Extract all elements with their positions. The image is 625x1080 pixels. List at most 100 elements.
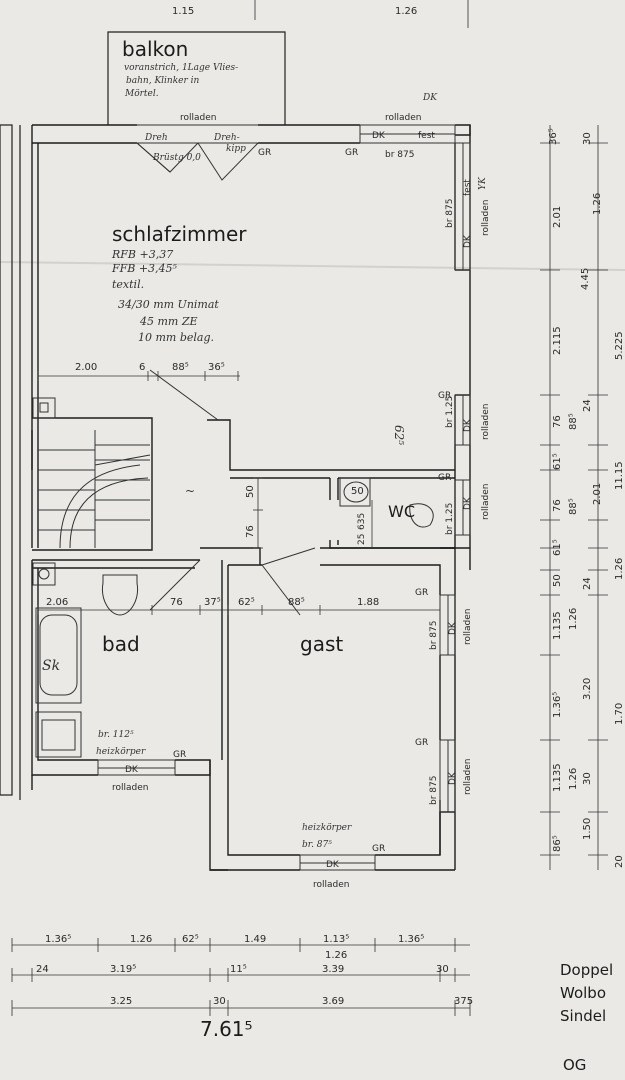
- gast-upper-window-rolladen: rolladen: [463, 609, 473, 645]
- bad-title: bad: [102, 632, 140, 656]
- right-dim-outer-12: 1.135: [552, 763, 563, 792]
- bottom-dim-row2-3: 11⁵: [230, 964, 247, 975]
- bottom-dim-row2-1: 24: [36, 964, 49, 975]
- dim-206: 2.06: [46, 597, 68, 608]
- bedroom-window-width: br 875: [445, 199, 455, 228]
- gr-bad: GR: [173, 750, 186, 760]
- right-dim-outer-6: 61⁵: [552, 453, 563, 470]
- schlafzimmer-rfb: RFB +3,37: [111, 248, 173, 261]
- dim-885-top: 88⁵: [172, 362, 189, 373]
- title-block-line-3: Sindel: [560, 1007, 606, 1025]
- right-dim-inner-10: 30: [582, 772, 593, 785]
- right-dim-outer-2: 2.01: [552, 206, 563, 228]
- bottom-dims-row-2: 24 3.19⁵ 11⁵ 3.39 30: [36, 964, 449, 975]
- right-dim-inner-7: 24: [582, 577, 593, 590]
- gast-bottom-window-dk: DK: [326, 860, 340, 870]
- right-dim-inner-2: 1.26: [592, 193, 603, 215]
- dim-365: 36⁵: [208, 362, 225, 373]
- balkon-title: balkon: [122, 37, 188, 61]
- dim-200: 2.00: [75, 362, 97, 373]
- chimney-box: [32, 397, 56, 419]
- gast-title: gast: [300, 632, 343, 656]
- bedroom-lower-window-dk: DK: [463, 418, 473, 432]
- right-dim-inner-1: 30: [582, 132, 593, 145]
- balkon-note-1: voranstrich, 1Lage Vlies-: [124, 63, 238, 73]
- wc-window-dk: DK: [463, 496, 473, 510]
- right-dim-outer-1: 36⁵: [548, 128, 559, 145]
- right-dim-inner-9: 3.20: [582, 678, 593, 700]
- bathroom: [32, 562, 139, 758]
- bedroom-scribble: 62⁵: [392, 425, 406, 445]
- right-dim-far-1: 5.225: [614, 331, 625, 360]
- top-window-dk: DK: [372, 131, 386, 141]
- top-window: [359, 124, 456, 144]
- balkon-rolladen-label: rolladen: [180, 113, 216, 123]
- bottom-dim-row2-5: 30: [436, 964, 449, 975]
- gast-bottom-window-rolladen: rolladen: [313, 880, 349, 890]
- top-window-width: br 875: [385, 150, 414, 160]
- bottom-dim-row1-4: 1.49: [244, 934, 266, 945]
- right-dim-outer-10: 1.135: [552, 611, 563, 640]
- schlafzimmer-layer-3: 10 mm belag.: [138, 331, 214, 344]
- door-dreh-kipp-1: Dreh-: [213, 133, 240, 143]
- balcony: balkon voranstrich, 1Lage Vlies- bahn, K…: [107, 31, 286, 125]
- right-dims-inner: 30 1.26 24 88⁵ 2.01 88⁵ 24 1.26 3.20 30 …: [568, 132, 603, 840]
- wc-window-rolladen: rolladen: [481, 484, 491, 520]
- gr-top-window: GR: [345, 148, 358, 158]
- gast-lower-window-width: br 875: [429, 776, 439, 805]
- bottom-dim-row3-3: 3.69: [322, 996, 344, 1007]
- bad-window-rolladen: rolladen: [112, 783, 148, 793]
- yk-handwritten-mark: YK: [478, 176, 488, 190]
- gr-balcony-label: GR: [258, 148, 271, 158]
- schlafzimmer-layer-1: 34/30 mm Unimat: [118, 298, 219, 311]
- bottom-dim-row3-1: 3.25: [110, 996, 132, 1007]
- right-dim-outer-7: 76: [552, 499, 563, 512]
- right-dim-outer-8: 61⁵: [552, 539, 563, 556]
- right-dim-outer-4: 2.115: [552, 326, 563, 355]
- left-edge-walls: [0, 124, 21, 800]
- dk-handwritten-mark: DK: [422, 93, 438, 103]
- stair-scribble: ~: [185, 484, 195, 498]
- gast-heizkoerper-width: br. 87⁵: [302, 840, 332, 850]
- gr-bedroom-lower: GR: [438, 391, 451, 401]
- dim-50-corridor: 50: [245, 485, 256, 498]
- right-dims-outer: 36⁵ 2.01 4.45 2.115 76 61⁵ 76 61⁵ 50 1.1…: [548, 128, 591, 852]
- right-dim-outer-11: 1.36⁵: [552, 692, 563, 718]
- bedroom-lower-window-width: br 1.25: [445, 396, 455, 428]
- bedroom-window-fest: fest: [463, 179, 473, 196]
- gr-wc: GR: [438, 473, 451, 483]
- balkon-note-3: Mörtel.: [124, 89, 159, 99]
- wc-window: [454, 479, 471, 536]
- bedroom-lower-window-rolladen: rolladen: [481, 404, 491, 440]
- bottom-dim-row2-4: 3.39: [322, 964, 344, 975]
- wc-dim-50: 50: [351, 486, 364, 497]
- door-dreh-kipp-2: kipp: [226, 144, 246, 154]
- right-dimension-lines: [540, 125, 608, 870]
- balkon-note-2: bahn, Klinker in: [126, 76, 200, 86]
- gast-lower-window-rolladen: rolladen: [463, 759, 473, 795]
- bottom-dim-row1-1: 1.36⁵: [45, 934, 71, 945]
- dim-375: 37⁵: [204, 597, 221, 608]
- bad-heizkoerper-label: heizkörper: [96, 747, 146, 757]
- schlafzimmer-title: schlafzimmer: [112, 222, 247, 246]
- gr-gast-upper: GR: [415, 588, 428, 598]
- right-dim-inner-6: 88⁵: [568, 498, 579, 515]
- right-dim-inner-3: 24: [582, 399, 593, 412]
- right-dim-outer-5: 76: [552, 415, 563, 428]
- bottom-dims-row-1: 1.36⁵ 1.26 62⁵ 1.49 1.13⁵ 1.36⁵ 1.26: [45, 934, 424, 961]
- bathtub-label: Sk: [42, 658, 60, 674]
- right-dim-far-2: 11.15: [614, 461, 625, 490]
- right-dim-inner-11: 1.26: [568, 768, 579, 790]
- top-mark-right: 1.26: [395, 6, 417, 17]
- gr-gast-lower: GR: [415, 738, 428, 748]
- top-window-fest: fest: [418, 131, 435, 141]
- right-dim-far-4: 1.70: [614, 703, 625, 725]
- paper-fold: [0, 261, 625, 271]
- right-dim-inner-4: 88⁵: [568, 413, 579, 430]
- door-dreh-label: Dreh: [144, 133, 168, 143]
- top-window-rolladen: rolladen: [385, 113, 421, 123]
- title-block-line-1: Doppel: [560, 961, 613, 979]
- schlafzimmer-layer-2: 45 mm ZE: [139, 315, 198, 328]
- corridor-dim-lines: [253, 477, 263, 549]
- bedroom-window-dk: DK: [463, 234, 473, 248]
